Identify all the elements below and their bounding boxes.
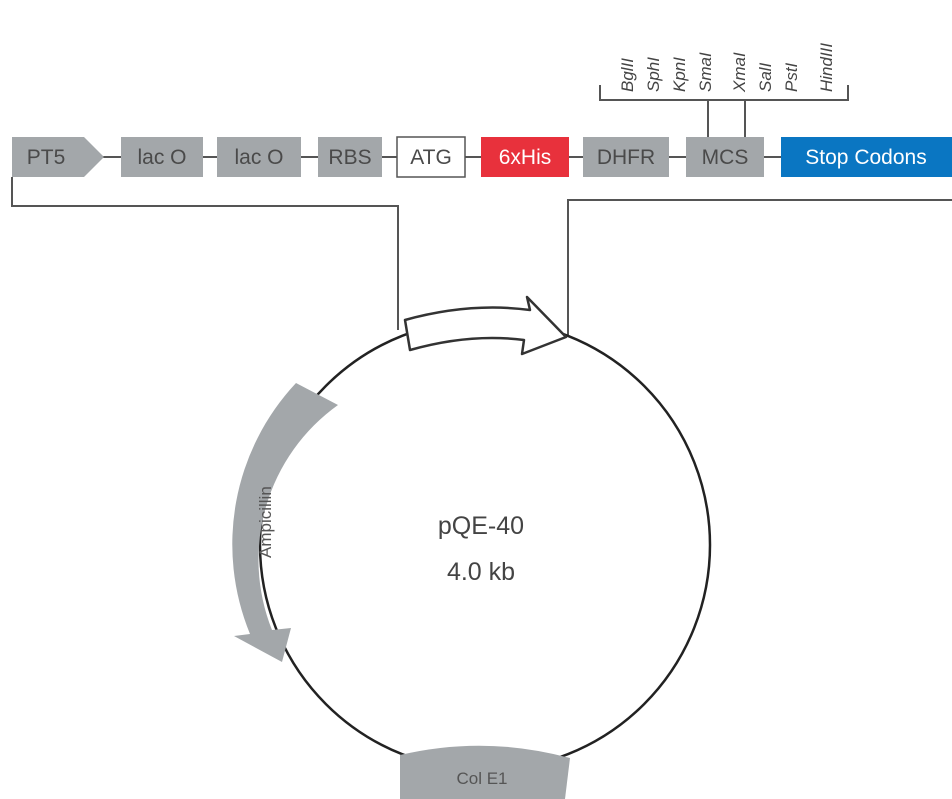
promoter-arrow: PT5 xyxy=(12,137,104,177)
stop-codons-box: Stop Codons xyxy=(781,137,952,177)
connector-lines xyxy=(11,177,952,335)
col-e1-arc xyxy=(400,745,570,799)
site-bglii: BglII xyxy=(618,58,637,92)
insert-arrow xyxy=(403,295,568,356)
plasmid-name: pQE-40 xyxy=(438,512,524,540)
lac-operator-1: lac O xyxy=(121,137,203,177)
stop-codons-label: Stop Codons xyxy=(805,146,926,169)
site-hindiii: HindIII xyxy=(817,43,836,92)
dhfr-box: DHFR xyxy=(583,137,669,177)
atg-box: ATG xyxy=(396,136,466,178)
site-sali: SalI xyxy=(756,62,775,92)
lac-operator-1-label: lac O xyxy=(137,146,186,169)
site-smai: SmaI xyxy=(696,52,715,92)
rbs-box: RBS xyxy=(318,137,382,177)
col-e1-label: Col E1 xyxy=(456,769,507,788)
atg-label: ATG xyxy=(410,146,452,169)
rbs-label: RBS xyxy=(328,146,371,169)
site-sphi: SphI xyxy=(644,57,663,92)
lac-operator-2-label: lac O xyxy=(234,146,283,169)
mcs-bracket xyxy=(599,85,849,137)
site-xmai: XmaI xyxy=(730,52,749,93)
site-kpni: KpnI xyxy=(670,57,689,92)
ampicillin-arrow xyxy=(232,383,338,662)
ampicillin-label: Ampicillin xyxy=(256,486,275,558)
restriction-sites: BglII SphI KpnI SmaI XmaI SalI PstI Hind… xyxy=(618,43,836,93)
site-psti: PstI xyxy=(782,62,801,92)
plasmid-size: 4.0 kb xyxy=(447,558,515,586)
plasmid-circle xyxy=(258,318,712,772)
his-tag-label: 6xHis xyxy=(499,146,552,169)
mcs-label: MCS xyxy=(702,146,749,169)
dhfr-label: DHFR xyxy=(597,146,655,169)
his-tag-box: 6xHis xyxy=(481,137,569,177)
mcs-box: MCS xyxy=(686,137,764,177)
promoter-label: PT5 xyxy=(27,146,66,169)
lac-operator-2: lac O xyxy=(217,137,301,177)
